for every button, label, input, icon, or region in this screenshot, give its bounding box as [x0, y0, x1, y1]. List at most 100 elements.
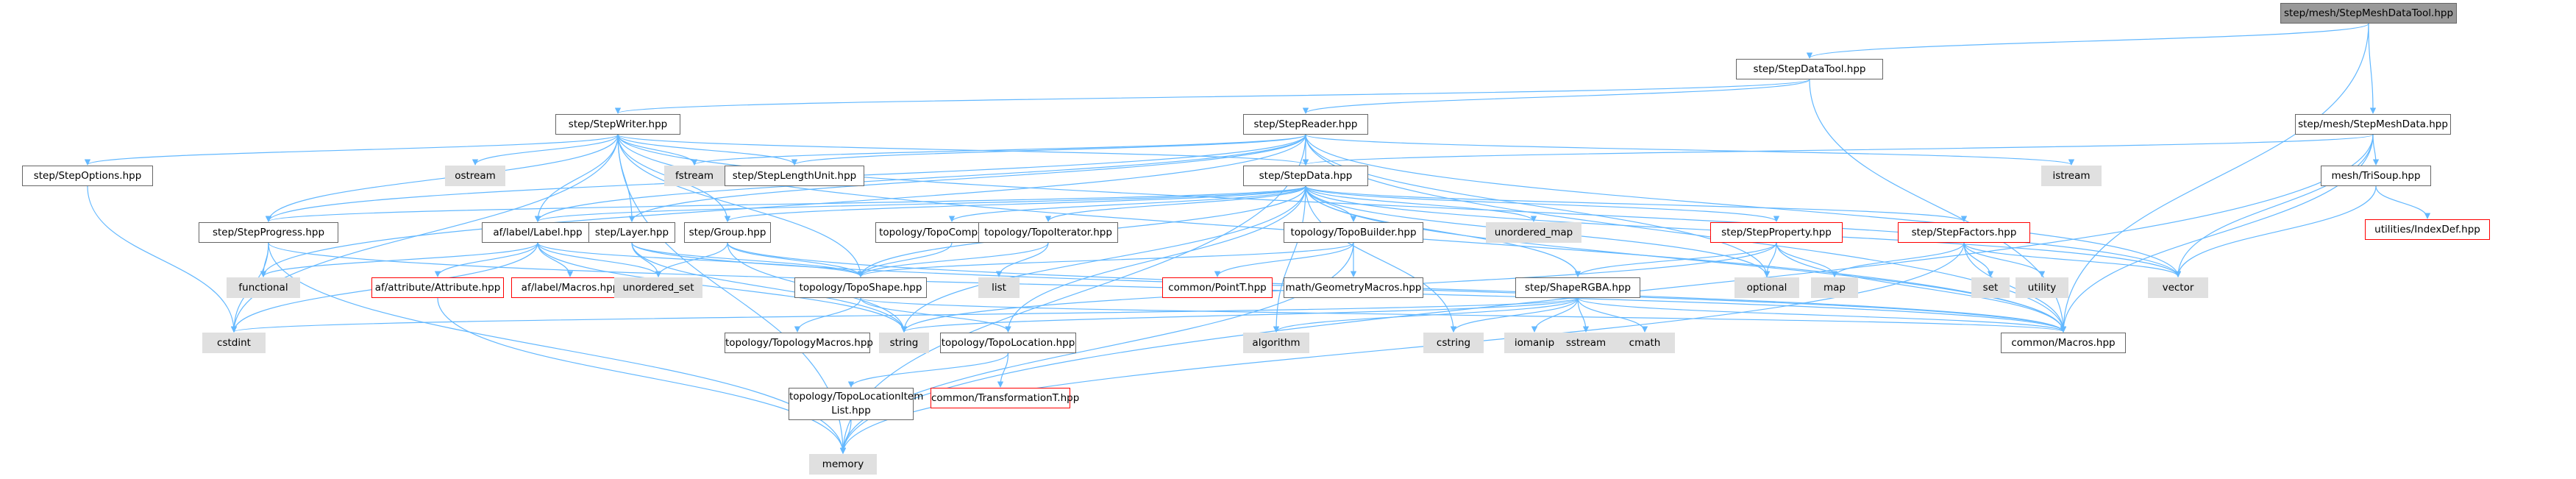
node-mesh-tri-soup[interactable]: mesh/TriSoup.hpp: [2321, 166, 2431, 186]
edge-afLabel-to-attribute: [434, 242, 538, 277]
node-step-progress[interactable]: step/StepProgress.hpp: [199, 222, 338, 243]
node-unordered-set[interactable]: unordered_set: [614, 277, 702, 298]
edge-topoBuilder-to-topoShape: [858, 242, 1354, 277]
node-step-factors[interactable]: step/StepFactors.hpp: [1898, 222, 2030, 243]
node-step-length-unit[interactable]: step/StepLengthUnit.hpp: [725, 166, 864, 186]
node-utility[interactable]: utility: [2015, 277, 2068, 298]
edge-stepReader-to-fstream: [691, 134, 1306, 166]
edge-topoBuilder-to-pointT: [1214, 242, 1354, 277]
node-cstring[interactable]: cstring: [1423, 333, 1484, 353]
edge-shapeRGBA-to-string: [901, 297, 1579, 333]
node-set[interactable]: set: [1971, 277, 2010, 298]
node-vector[interactable]: vector: [2148, 277, 2208, 298]
node-transformation-t[interactable]: common/TransformationT.hpp: [931, 388, 1079, 408]
edge-topoShape-to-topologyMacros: [794, 297, 861, 333]
edge-root-to-stepMeshData: [2368, 23, 2377, 114]
edge-stepReader-to-functional: [260, 134, 1306, 277]
edge-topoShape-to-commonMacros: [860, 297, 2066, 333]
node-functional[interactable]: functional: [227, 277, 300, 298]
edge-afLabel-to-topoShape: [537, 242, 864, 277]
node-attribute[interactable]: af/attribute/Attribute.hpp: [371, 277, 504, 298]
node-point-t[interactable]: common/PointT.hpp: [1162, 277, 1273, 298]
node-topo-location[interactable]: topology/TopoLocation.hpp: [940, 333, 1076, 353]
edge-stepWriter-to-stepOptions: [85, 134, 619, 166]
node-istream[interactable]: istream: [2041, 166, 2102, 186]
edge-stepData-to-unorderedMap: [1305, 185, 1537, 222]
node-index-def[interactable]: utilities/IndexDef.hpp: [2365, 219, 2490, 240]
edge-stepProgress-to-functional: [260, 242, 269, 277]
node-common-macros[interactable]: common/Macros.hpp: [2001, 333, 2126, 353]
edge-stepData-to-stepFactors: [1305, 185, 1967, 222]
node-step-reader[interactable]: step/StepReader.hpp: [1243, 114, 1368, 135]
edge-topoIterator-to-topoShape: [857, 242, 1049, 277]
node-topo-shape[interactable]: topology/TopoShape.hpp: [794, 277, 927, 298]
edge-stepData-to-stepProperty: [1305, 185, 1779, 222]
edge-stepMeshData-to-stepData: [1303, 134, 2374, 166]
node-step-data[interactable]: step/StepData.hpp: [1243, 166, 1368, 186]
edge-stepWriter-to-fstream: [617, 134, 698, 166]
edge-shapeRGBA-to-sstream: [1577, 297, 1590, 333]
edge-stepData-to-topoIterator: [1045, 185, 1306, 222]
edge-stepWriter-to-topoShape: [617, 134, 864, 277]
node-sstream[interactable]: sstream: [1556, 333, 1616, 353]
edge-stepMeshData-to-meshTriSoup: [2372, 134, 2380, 166]
node-step-group[interactable]: step/Group.hpp: [684, 222, 771, 243]
node-step-mesh-data[interactable]: step/mesh/StepMeshData.hpp: [2295, 114, 2451, 135]
node-list[interactable]: list: [978, 277, 1020, 298]
node-topo-builder[interactable]: topology/TopoBuilder.hpp: [1284, 222, 1423, 243]
node-ostream[interactable]: ostream: [445, 166, 505, 186]
edge-stepFactors-to-utility: [1963, 242, 2046, 277]
node-step-writer[interactable]: step/StepWriter.hpp: [555, 114, 680, 135]
node-iomanip[interactable]: iomanip: [1504, 333, 1565, 353]
edge-stepData-to-topoCompound: [948, 185, 1306, 222]
node-map[interactable]: map: [1811, 277, 1858, 298]
edge-root-to-stepDataTool: [1807, 23, 2369, 59]
node-string[interactable]: string: [879, 333, 929, 353]
edge-stepWriter-to-stepData: [617, 134, 1309, 166]
node-fstream[interactable]: fstream: [664, 166, 725, 186]
edge-shapeRGBA-to-cstdint: [231, 297, 1579, 333]
edge-stepGroup-to-topoShape: [727, 242, 864, 277]
node-root[interactable]: step/mesh/StepMeshDataTool.hpp: [2280, 3, 2457, 24]
edge-shapeRGBA-to-algorithm: [1273, 297, 1579, 333]
edge-stepData-to-afLabel: [535, 185, 1306, 222]
node-step-property[interactable]: step/StepProperty.hpp: [1710, 222, 1843, 243]
node-topo-iterator[interactable]: topology/TopoIterator.hpp: [978, 222, 1118, 243]
node-step-layer[interactable]: step/Layer.hpp: [588, 222, 675, 243]
node-topology-macros[interactable]: topology/TopologyMacros.hpp: [725, 333, 873, 353]
node-algorithm[interactable]: algorithm: [1243, 333, 1309, 353]
node-af-macros[interactable]: af/label/Macros.hpp: [511, 277, 629, 298]
edge-meshTriSoup-to-indexDef: [2375, 185, 2431, 219]
edge-stepMeshData-to-vector: [2174, 134, 2374, 277]
edge-stepLayer-to-string: [631, 242, 908, 333]
node-shape-r-g-b-a[interactable]: step/ShapeRGBA.hpp: [1515, 277, 1640, 298]
node-step-data-tool[interactable]: step/StepDataTool.hpp: [1736, 59, 1883, 79]
node-step-options[interactable]: step/StepOptions.hpp: [22, 166, 153, 186]
edge-stepFactors-to-map: [1831, 242, 1965, 277]
node-optional[interactable]: optional: [1734, 277, 1799, 298]
edge-stepFactors-to-vector: [1963, 242, 2182, 277]
edge-afLabel-to-unorderedSet: [537, 242, 662, 277]
edge-topoIterator-to-list: [995, 242, 1049, 277]
edge-topoLocation-to-transformationT: [997, 352, 1009, 388]
node-memory[interactable]: memory: [809, 454, 877, 475]
edge-stepReader-to-optional: [1305, 134, 1771, 277]
node-cstdint[interactable]: cstdint: [202, 333, 266, 353]
node-unordered-map[interactable]: unordered_map: [1486, 222, 1581, 243]
node-cmath[interactable]: cmath: [1615, 333, 1675, 353]
edge-shapeRGBA-to-commonMacros: [1577, 297, 2066, 333]
node-geom-macros[interactable]: math/GeometryMacros.hpp: [1284, 277, 1423, 298]
edge-stepReader-to-stepLengthUnit: [791, 134, 1306, 166]
edge-stepGroup-to-unorderedSet: [655, 242, 728, 277]
edge-stepData-to-string: [900, 185, 1306, 333]
node-af-label[interactable]: af/label/Label.hpp: [482, 222, 594, 243]
edges-layer: [85, 23, 2431, 454]
edge-afLabel-to-afMacros: [537, 242, 574, 277]
edge-stepReader-to-vector: [1305, 134, 2182, 277]
edge-shapeRGBA-to-cstring: [1450, 297, 1579, 333]
edge-shapeRGBA-to-cmath: [1577, 297, 1648, 333]
edge-stepWriter-to-stepProgress: [265, 134, 619, 222]
edge-stepDataTool-to-stepWriter: [615, 79, 1810, 114]
edge-stepProperty-to-commonMacros: [1776, 242, 2067, 333]
